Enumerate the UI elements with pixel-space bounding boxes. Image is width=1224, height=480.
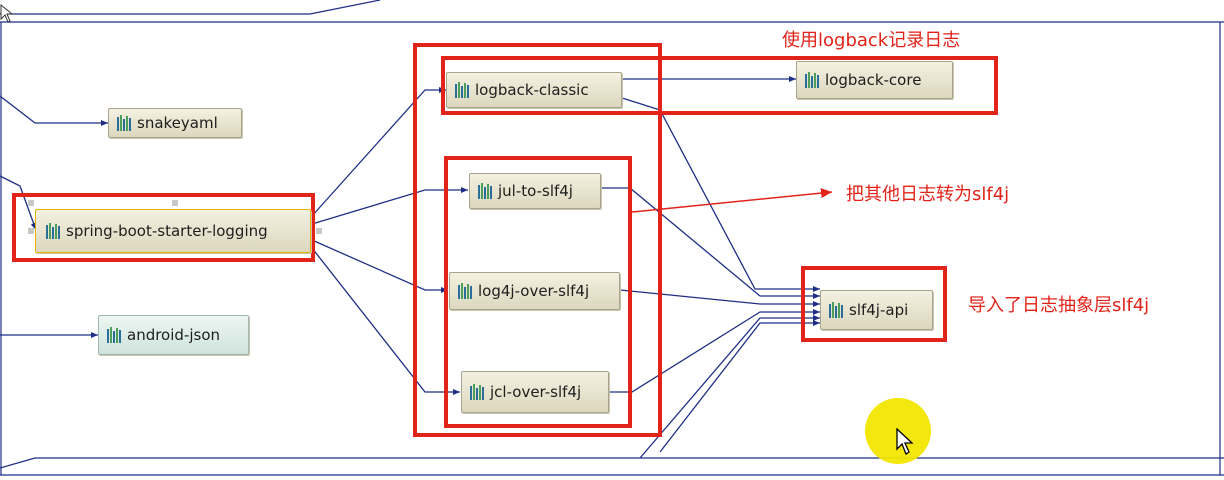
node-label: logback-classic [475,81,589,99]
annotation-logback: 使用logback记录日志 [782,30,961,51]
highlight-boxes [12,43,998,437]
node-snakeyaml[interactable]: snakeyaml [108,108,242,138]
selection-handle[interactable] [172,200,178,206]
node-label: android-json [127,326,221,344]
jar-icon [458,283,472,299]
node-jul-to-slf4j[interactable]: jul-to-slf4j [469,173,601,209]
dependency-edges [0,76,820,459]
jar-icon [107,327,121,343]
selection-handle[interactable] [316,228,322,234]
node-label: spring-boot-starter-logging [66,222,268,240]
node-label: logback-core [825,71,922,89]
selection-handle[interactable] [28,200,34,206]
jar-icon [46,223,60,239]
node-log4j-over-slf4j[interactable]: log4j-over-slf4j [449,272,620,310]
jar-icon [478,183,492,199]
annotation-api: 导入了日志抽象层slf4j [968,295,1150,316]
jar-icon [470,384,484,400]
node-label: jul-to-slf4j [498,182,573,200]
selection-handle[interactable] [28,228,34,234]
node-logback-core[interactable]: logback-core [796,61,953,99]
node-label: log4j-over-slf4j [478,282,590,300]
jar-icon [455,82,469,98]
node-label: jcl-over-slf4j [490,383,582,401]
mouse-pointer-icon [896,428,914,455]
node-jcl-over-slf4j[interactable]: jcl-over-slf4j [461,371,609,413]
annotation-bridge: 把其他日志转为slf4j [846,184,1010,205]
node-label: snakeyaml [137,114,218,132]
small-pointer-icon [0,4,14,23]
node-label: slf4j-api [849,301,909,319]
jar-icon [117,115,131,131]
node-spring-boot-starter-logging[interactable]: spring-boot-starter-logging [35,209,311,253]
node-slf4j-api[interactable]: slf4j-api [820,290,933,330]
node-android-json[interactable]: android-json [98,315,249,355]
annotation-arrow [631,188,833,213]
node-logback-classic[interactable]: logback-classic [446,72,622,108]
jar-icon [805,72,819,88]
jar-icon [829,302,843,318]
